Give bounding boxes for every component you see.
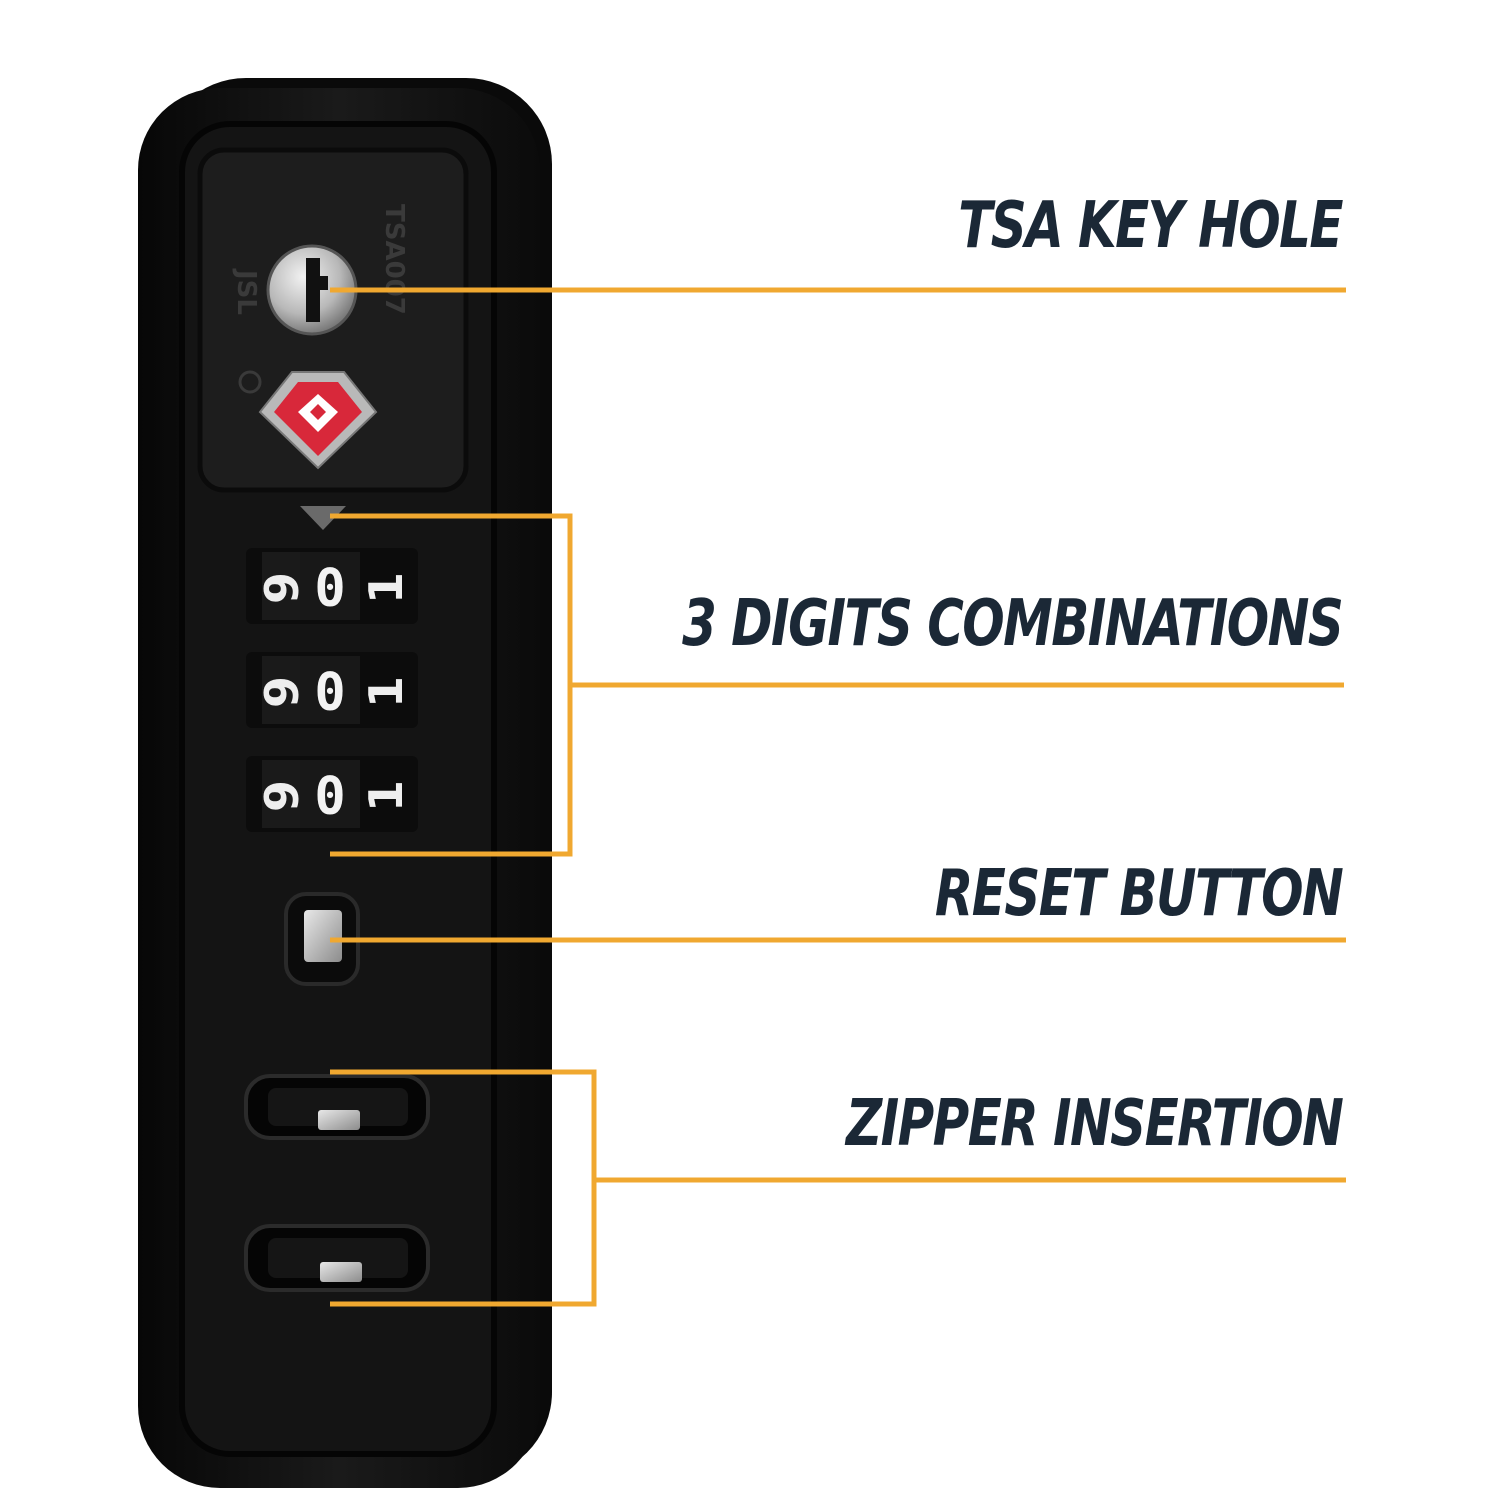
dial-digit-above: 9 [255,780,309,812]
tsa-logo-icon [258,371,378,470]
tsa-code-embossing: TSA007 [379,204,409,315]
combination-dial-1[interactable]: 9 0 1 [246,548,418,624]
label-reset-button: RESET BUTTON [934,857,1344,931]
label-zipper-insertion: ZIPPER INSERTION [845,1087,1344,1161]
dial-digit-above: 9 [255,572,309,604]
registered-mark-icon [238,370,262,394]
reset-button[interactable] [284,892,360,986]
dial-digit-above: 9 [255,676,309,708]
bracket-zipper [330,1069,597,1307]
dial-digit-below: 1 [359,780,413,812]
label-tsa-key-hole: TSA KEY HOLE [958,189,1343,263]
dial-digit-below: 1 [359,676,413,708]
dial-pointer-icon [300,506,346,530]
zipper-slot-bottom[interactable] [244,1224,430,1292]
combination-dial-2[interactable]: 9 0 1 [246,652,418,728]
label-3-digits-combinations: 3 DIGITS COMBINATIONS [681,587,1344,661]
dial-digit: 0 [314,663,345,723]
dial-digit-below: 1 [359,572,413,604]
brand-embossing: JSL [231,268,261,315]
combination-dial-3[interactable]: 9 0 1 [246,756,418,832]
zipper-slot-top[interactable] [244,1074,430,1140]
dial-digit: 0 [314,767,345,827]
dial-digit: 0 [314,559,345,619]
